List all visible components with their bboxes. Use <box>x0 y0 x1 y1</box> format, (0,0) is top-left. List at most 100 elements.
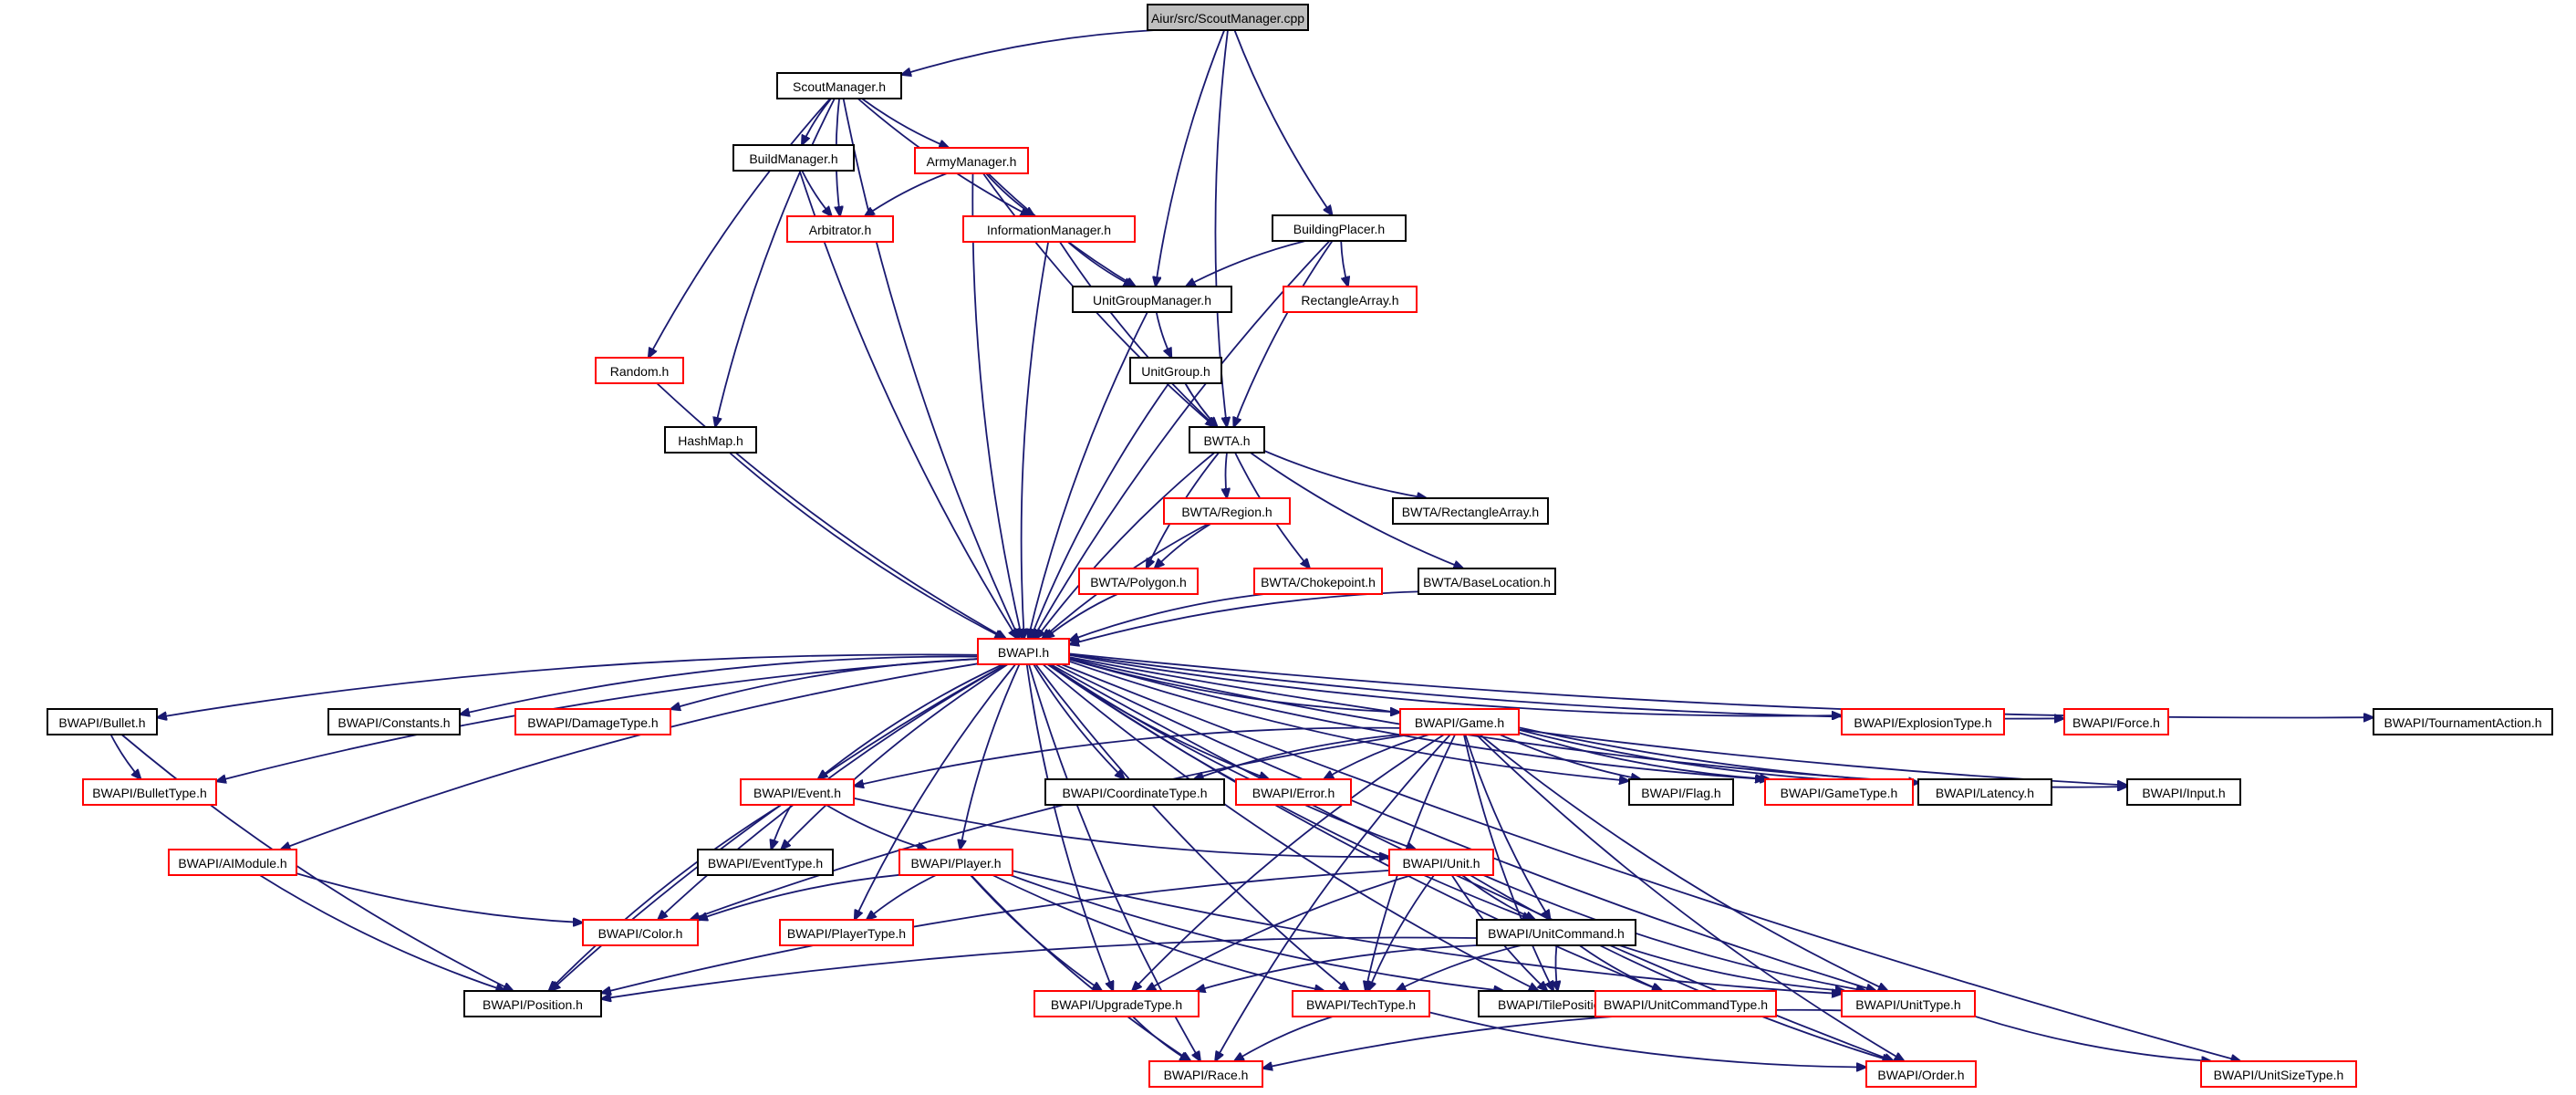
node-label: UnitGroup.h <box>1141 364 1210 379</box>
node-tournament[interactable]: BWAPI/TournamentAction.h <box>2373 708 2553 735</box>
node-rectarray[interactable]: RectangleArray.h <box>1283 286 1418 313</box>
node-order[interactable]: BWAPI/Order.h <box>1865 1060 1977 1088</box>
node-input[interactable]: BWAPI/Input.h <box>2126 778 2241 806</box>
node-unit[interactable]: BWAPI/Unit.h <box>1388 849 1494 876</box>
node-label: ScoutManager.h <box>793 79 886 94</box>
node-label: BWAPI/Error.h <box>1252 786 1335 800</box>
edge-bwapi-to-playertype <box>855 663 1016 920</box>
node-constants[interactable]: BWAPI/Constants.h <box>327 708 461 735</box>
node-aimodule[interactable]: BWAPI/AIModule.h <box>168 849 297 876</box>
edge-bwapi-to-flag <box>1068 660 1629 781</box>
edge-root-to-ugmgr <box>1156 29 1226 287</box>
edge-game-to-upgradetype <box>1132 734 1445 991</box>
node-hashmap[interactable]: HashMap.h <box>664 426 757 454</box>
edge-player-to-techtype <box>992 874 1324 991</box>
node-color[interactable]: BWAPI/Color.h <box>582 919 699 946</box>
node-game[interactable]: BWAPI/Game.h <box>1399 708 1520 735</box>
node-position[interactable]: BWAPI/Position.h <box>463 990 602 1017</box>
node-infomgr[interactable]: InformationManager.h <box>962 215 1136 243</box>
edge-unitcommand-to-tileposition <box>1555 944 1557 991</box>
node-box <box>786 215 894 243</box>
edge-armymgr-to-bwapi <box>971 172 1022 639</box>
edge-game-to-flag <box>1499 734 1641 779</box>
node-unitgroup[interactable]: UnitGroup.h <box>1129 357 1222 384</box>
node-buildingplacer[interactable]: BuildingPlacer.h <box>1272 214 1407 242</box>
edge-armymgr-to-arbitrator <box>865 172 948 216</box>
node-race[interactable]: BWAPI/Race.h <box>1148 1060 1263 1088</box>
edge-unitcommand-to-unittype <box>1619 944 1844 991</box>
node-bwtachoke[interactable]: BWTA/Chokepoint.h <box>1253 568 1383 595</box>
edge-unit-to-position <box>601 870 1390 993</box>
node-label: Aiur/src/ScoutManager.cpp <box>1151 11 1304 26</box>
node-bwtabase[interactable]: BWTA/BaseLocation.h <box>1418 568 1556 595</box>
edge-event-to-position <box>549 804 782 991</box>
node-buildmgr[interactable]: BuildManager.h <box>732 144 855 172</box>
edge-techtype-to-order <box>1428 1011 1866 1067</box>
node-event[interactable]: BWAPI/Event.h <box>740 778 855 806</box>
node-box <box>977 638 1070 665</box>
node-label: BWTA/Chokepoint.h <box>1261 575 1376 589</box>
edge-bwta-to-bwtabase <box>1250 452 1464 568</box>
node-arbitrator[interactable]: Arbitrator.h <box>786 215 894 243</box>
node-label: BWTA.h <box>1203 433 1250 448</box>
node-unitcommandtype[interactable]: BWAPI/UnitCommandType.h <box>1594 990 1777 1017</box>
node-bwtarect[interactable]: BWTA/RectangleArray.h <box>1392 497 1549 525</box>
node-bullettype[interactable]: BWAPI/BulletType.h <box>82 778 217 806</box>
node-bullet[interactable]: BWAPI/Bullet.h <box>47 708 158 735</box>
edge-unit-to-unitcommand <box>1461 874 1535 920</box>
node-label: Random.h <box>610 364 670 379</box>
node-bwta[interactable]: BWTA.h <box>1189 426 1265 454</box>
node-bwapi[interactable]: BWAPI.h <box>977 638 1070 665</box>
node-box <box>1189 426 1265 454</box>
node-root[interactable]: Aiur/src/ScoutManager.cpp <box>1147 4 1309 31</box>
node-box <box>463 990 602 1017</box>
node-label: BWAPI/GameType.h <box>1781 786 1898 800</box>
edge-player-to-upgradetype <box>970 874 1102 991</box>
node-box <box>1917 778 2052 806</box>
node-label: BWAPI/UnitCommand.h <box>1488 926 1625 941</box>
node-error[interactable]: BWAPI/Error.h <box>1235 778 1352 806</box>
node-scoutmgr[interactable]: ScoutManager.h <box>776 72 902 99</box>
node-player[interactable]: BWAPI/Player.h <box>898 849 1013 876</box>
node-box <box>962 215 1136 243</box>
node-box <box>1841 990 1976 1017</box>
node-unitsizetype[interactable]: BWAPI/UnitSizeType.h <box>2200 1060 2357 1088</box>
node-upgradetype[interactable]: BWAPI/UpgradeType.h <box>1034 990 1200 1017</box>
node-gametype[interactable]: BWAPI/GameType.h <box>1764 778 1914 806</box>
node-unittype[interactable]: BWAPI/UnitType.h <box>1841 990 1976 1017</box>
node-box <box>914 147 1029 174</box>
edge-bwapi-to-bullet <box>157 653 979 717</box>
edge-bullet-to-position <box>120 734 513 991</box>
node-explosion[interactable]: BWAPI/ExplosionType.h <box>1841 708 2005 735</box>
node-box <box>1594 990 1777 1017</box>
node-techtype[interactable]: BWAPI/TechType.h <box>1292 990 1430 1017</box>
node-damagetype[interactable]: BWAPI/DamageType.h <box>514 708 671 735</box>
edge-techtype-to-race <box>1234 1016 1334 1061</box>
node-random[interactable]: Random.h <box>595 357 684 384</box>
node-box <box>1388 849 1494 876</box>
node-label: BWAPI/Input.h <box>2142 786 2225 800</box>
edge-game-to-order <box>1475 734 1904 1061</box>
node-coordtype[interactable]: BWAPI/CoordinateType.h <box>1044 778 1225 806</box>
node-playertype[interactable]: BWAPI/PlayerType.h <box>779 919 914 946</box>
node-flag[interactable]: BWAPI/Flag.h <box>1628 778 1734 806</box>
edge-upgradetype-to-race <box>1132 1016 1189 1061</box>
edge-bwapi-to-eventtype <box>781 663 1009 850</box>
node-eventtype[interactable]: BWAPI/EventType.h <box>697 849 834 876</box>
node-bwtapoly[interactable]: BWTA/Polygon.h <box>1078 568 1199 595</box>
node-armymgr[interactable]: ArmyManager.h <box>914 147 1029 174</box>
node-box <box>327 708 461 735</box>
edge-unittype-to-unitsizetype <box>1974 1015 2211 1061</box>
node-label: BWAPI/Position.h <box>483 997 583 1012</box>
node-label: BuildingPlacer.h <box>1293 222 1385 236</box>
node-box <box>595 357 684 384</box>
node-box <box>776 72 902 99</box>
node-label: BWAPI/PlayerType.h <box>787 926 906 941</box>
node-unitcommand[interactable]: BWAPI/UnitCommand.h <box>1476 919 1636 946</box>
node-bwtaregion[interactable]: BWTA/Region.h <box>1163 497 1291 525</box>
node-force[interactable]: BWAPI/Force.h <box>2063 708 2169 735</box>
edge-bwapi-to-constants <box>460 655 979 714</box>
node-ugmgr[interactable]: UnitGroupManager.h <box>1072 286 1232 313</box>
node-latency[interactable]: BWAPI/Latency.h <box>1917 778 2052 806</box>
